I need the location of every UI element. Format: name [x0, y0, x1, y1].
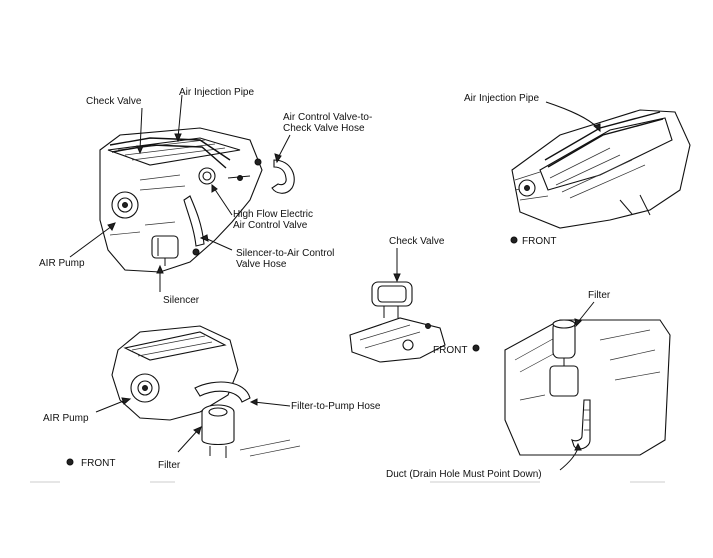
top-left-leaders: [69, 94, 291, 292]
front-bullet-middle: [472, 344, 480, 352]
label-acv-hose-line1: Air Control Valve-to-: [283, 112, 372, 123]
label-high-flow-line1: High Flow Electric: [233, 209, 313, 220]
label-front-bottom: FRONT: [81, 458, 115, 469]
label-filter-bottom-left: Filter: [158, 460, 181, 471]
label-front-middle: FRONT: [433, 345, 467, 356]
label-front-right: FRONT: [522, 236, 556, 247]
top-right-engine-drawing: [511, 109, 691, 229]
bottom-right-leaders: [559, 301, 595, 471]
label-duct: Duct (Drain Hole Must Point Down): [386, 469, 542, 480]
label-air-injection-pipe-right: Air Injection Pipe: [464, 93, 539, 104]
bottom-left-leaders: [95, 397, 291, 453]
label-air-pump-top: AIR Pump: [39, 258, 85, 269]
label-air-injection-pipe-top: Air Injection Pipe: [179, 87, 254, 98]
middle-check-valve-drawing: [349, 281, 446, 363]
label-silencer: Silencer: [163, 295, 200, 306]
label-check-valve-top: Check Valve: [86, 96, 142, 107]
top-left-engine-drawing: [99, 127, 295, 273]
label-high-flow-line2: Air Control Valve: [233, 220, 308, 231]
label-acv-hose-line2: Check Valve Hose: [283, 123, 365, 134]
top-right-leaders: [545, 101, 601, 133]
front-bullet-bottom: [66, 458, 74, 466]
label-check-valve-middle: Check Valve: [389, 236, 445, 247]
label-air-pump-bottom: AIR Pump: [43, 413, 89, 424]
label-silencer-hose-line2: Valve Hose: [236, 259, 287, 270]
middle-leaders: [393, 248, 401, 283]
label-filter-bottom-right: Filter: [588, 290, 611, 301]
front-bullet-right: [510, 236, 518, 244]
label-silencer-hose-line1: Silencer-to-Air Control: [236, 248, 334, 259]
bottom-right-filter-drawing: [504, 319, 671, 456]
label-filter-to-pump-hose: Filter-to-Pump Hose: [291, 401, 381, 412]
bottom-left-engine-drawing: [111, 325, 301, 458]
